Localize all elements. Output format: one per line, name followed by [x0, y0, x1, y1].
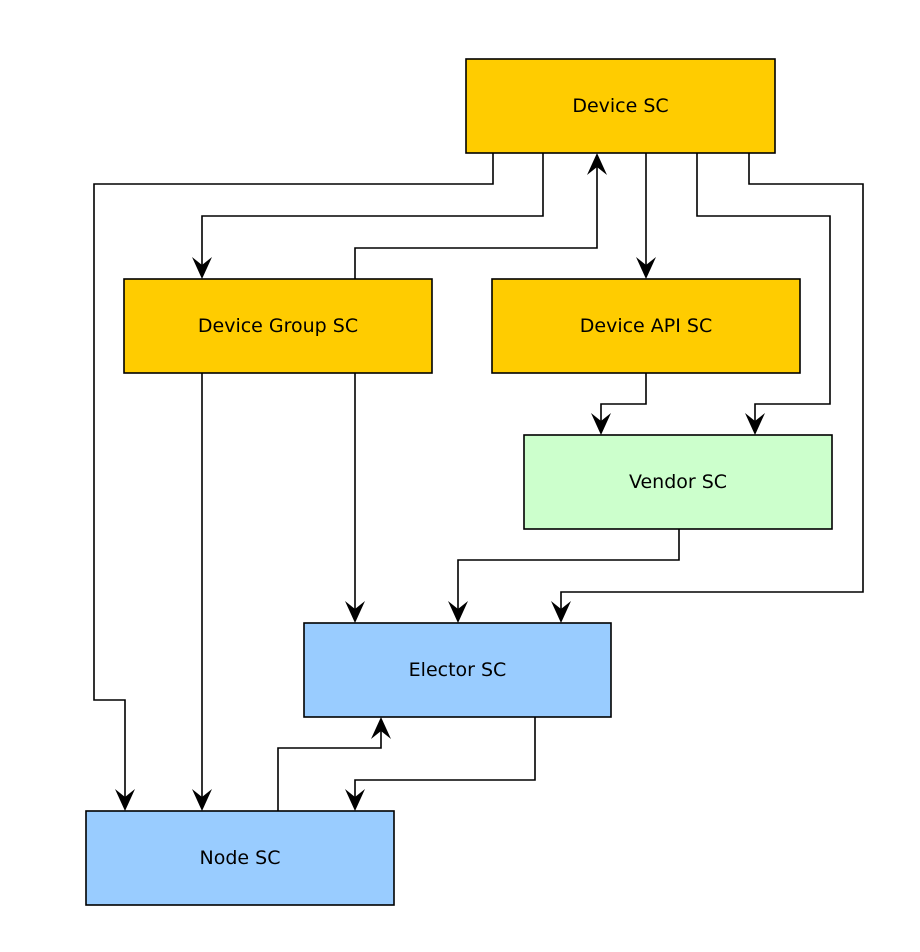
- node-box[interactable]: [523, 434, 833, 530]
- edge-device-to-node: [93, 153, 494, 811]
- edge-line: [560, 153, 864, 615]
- node-elector[interactable]: Elector SC: [303, 622, 612, 718]
- edge-line: [277, 725, 382, 811]
- edge-device-to-vendor: [696, 153, 831, 435]
- node-box[interactable]: [303, 622, 612, 718]
- node-device[interactable]: Device SC: [465, 58, 776, 154]
- edge-line: [201, 153, 544, 271]
- edge-line: [696, 153, 831, 427]
- node-box[interactable]: [491, 278, 801, 374]
- nodes-layer: Device SC Device Group SC Device API SC Ven…: [85, 58, 833, 906]
- edge-line: [93, 153, 494, 803]
- node-label: Device SC: [572, 95, 668, 117]
- edge-device-to-elector: [551, 153, 864, 623]
- arrowhead-icon: [192, 789, 212, 811]
- arrowhead-icon: [587, 153, 607, 175]
- node-box[interactable]: [465, 58, 776, 154]
- arrowhead-icon: [448, 601, 468, 623]
- edge-elector-to-node: [345, 717, 536, 811]
- edge-node-to-elector: [277, 717, 391, 811]
- edge-line: [457, 529, 680, 615]
- edge-line: [354, 161, 598, 279]
- arrowhead-icon: [591, 413, 611, 435]
- arrowhead-icon: [551, 601, 571, 623]
- arrowhead-icon: [115, 789, 135, 811]
- arrowhead-icon: [345, 789, 365, 811]
- node-box[interactable]: [85, 810, 395, 906]
- node-box[interactable]: [123, 278, 433, 374]
- arrowhead-icon: [745, 413, 765, 435]
- edge-device-group-to-device: [354, 153, 607, 279]
- edges-layer: [93, 153, 864, 811]
- edge-vendor-to-elector: [448, 529, 680, 623]
- node-device-api[interactable]: Device API SC: [491, 278, 801, 374]
- edge-device-group-to-elector: [345, 373, 365, 623]
- arrowhead-icon: [636, 257, 656, 279]
- node-label: Device API SC: [580, 315, 712, 337]
- edge-line: [354, 717, 536, 803]
- edge-line: [600, 373, 647, 427]
- node-device-group[interactable]: Device Group SC: [123, 278, 433, 374]
- node-node[interactable]: Node SC: [85, 810, 395, 906]
- edge-device-group-to-node: [192, 373, 212, 811]
- node-label: Node SC: [200, 847, 281, 869]
- node-vendor[interactable]: Vendor SC: [523, 434, 833, 530]
- arrowhead-icon: [345, 601, 365, 623]
- arrowhead-icon: [371, 717, 391, 739]
- edge-device-to-device-group: [192, 153, 544, 279]
- node-label: Device Group SC: [198, 315, 358, 337]
- edge-device-api-to-vendor: [591, 373, 647, 435]
- arrowhead-icon: [192, 257, 212, 279]
- node-label: Elector SC: [409, 659, 507, 681]
- node-label: Vendor SC: [629, 471, 727, 493]
- edge-device-to-device-api: [636, 153, 656, 279]
